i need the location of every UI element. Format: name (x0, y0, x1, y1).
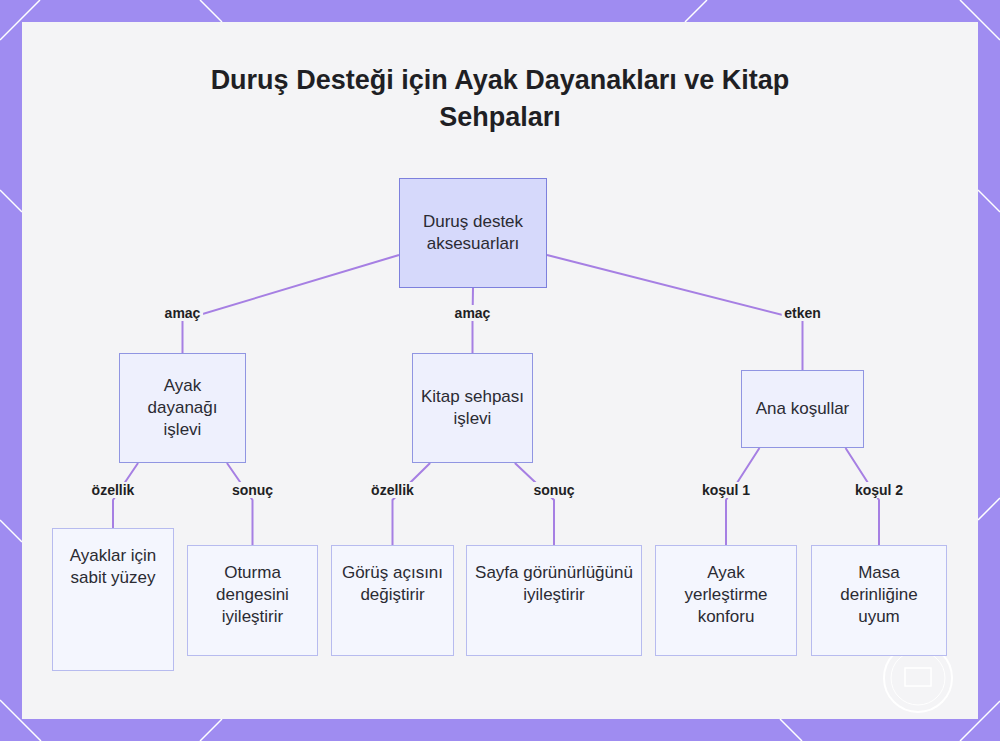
leaf-box: Masa derinliğine uyum (811, 545, 947, 656)
node-text: Ayak yerleştirme konforu (664, 562, 788, 628)
leaf-box: Oturma dengesini iyileştirir (187, 545, 318, 656)
node-text: Ana koşullar (756, 398, 850, 420)
node-text: Duruş destek aksesuarları (408, 211, 538, 255)
edge-label: amaç (452, 305, 494, 321)
edge-label: özellik (89, 482, 138, 498)
edge-label: koşul 2 (852, 482, 906, 498)
node-text: Görüş açısını değiştirir (340, 562, 445, 606)
leaf-box: Ayak yerleştirme konforu (655, 545, 797, 656)
branch-box: Kitap sehpası işlevi (412, 353, 533, 463)
edge-label: özellik (368, 482, 417, 498)
leaf-box: Görüş açısını değiştirir (331, 545, 454, 656)
root-box: Duruş destek aksesuarları (399, 178, 547, 288)
node-text: Oturma dengesini iyileştirir (196, 562, 309, 628)
edge-label: koşul 1 (699, 482, 753, 498)
leaf-box: Ayaklar için sabit yüzey (52, 528, 174, 671)
branch-box: Ana koşullar (741, 370, 864, 448)
connector-line (183, 255, 400, 353)
node-text: Sayfa görünürlüğünü iyileştirir (475, 562, 633, 606)
branch-box: Ayak dayanağı işlevi (119, 353, 246, 463)
edge-label: amaç (162, 305, 204, 321)
leaf-box: Sayfa görünürlüğünü iyileştirir (466, 545, 642, 656)
edge-label: sonuç (229, 482, 276, 498)
node-text: Ayak dayanağı işlevi (128, 375, 237, 441)
edge-label: sonuç (530, 482, 577, 498)
panel-ground (22, 22, 978, 719)
diagram-title: Duruş Desteği için Ayak Dayanakları ve K… (200, 62, 800, 136)
node-text: Masa derinliğine uyum (820, 562, 938, 628)
node-text: Ayaklar için sabit yüzey (61, 545, 165, 589)
connector-line (227, 463, 253, 545)
edge-label: etken (781, 305, 824, 321)
node-text: Kitap sehpası işlevi (421, 386, 524, 430)
connector-line (547, 255, 803, 370)
connector-line (393, 463, 431, 545)
connector-line (515, 463, 554, 545)
